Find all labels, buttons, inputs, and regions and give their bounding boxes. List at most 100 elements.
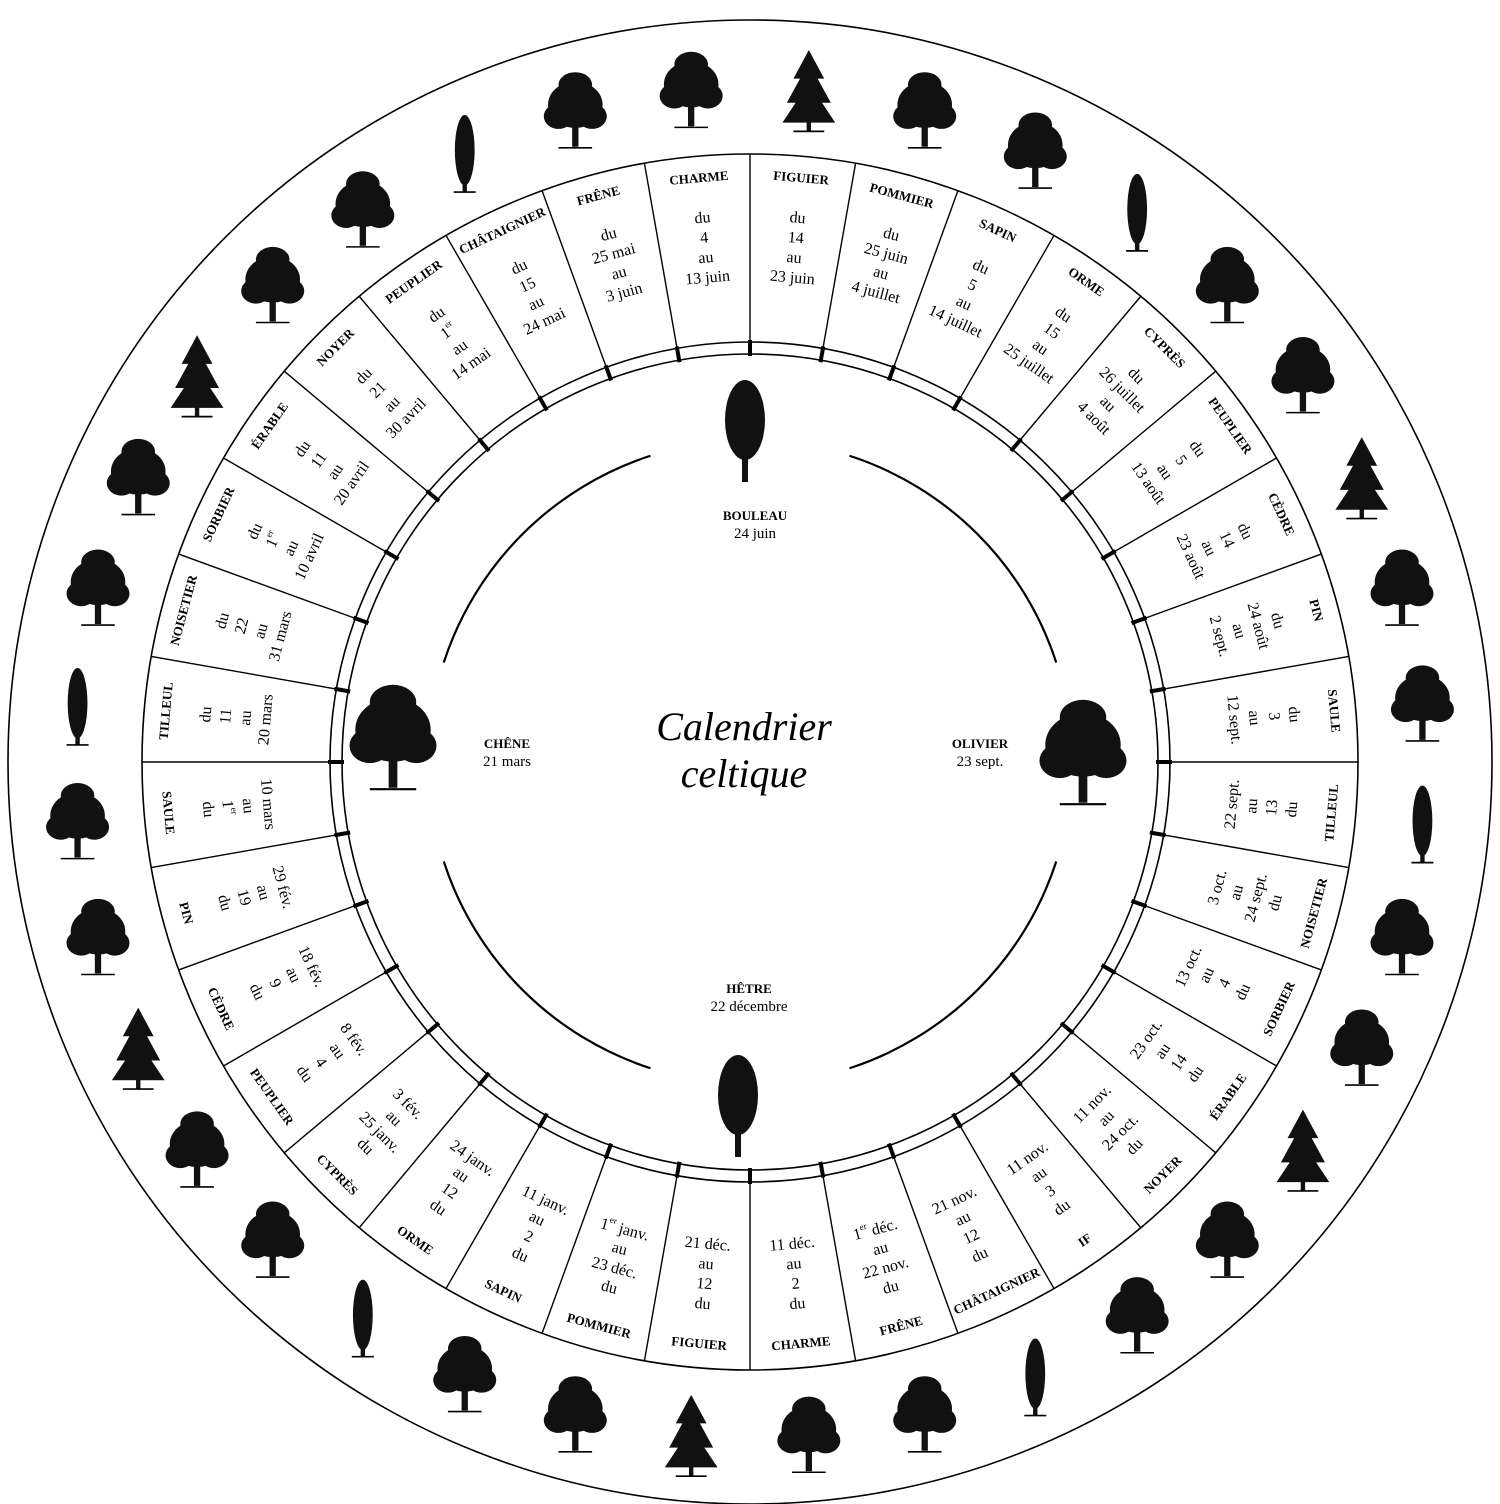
segment-divider	[822, 163, 857, 349]
broadleaf-tree-icon	[433, 1335, 497, 1413]
segment-name: CHARME	[771, 1333, 831, 1353]
segment-date-line: 1er déc.	[851, 1213, 900, 1244]
segment-date-line: 4	[311, 1055, 330, 1071]
segment-name: CHARME	[669, 168, 729, 188]
conifer-tree-icon	[170, 335, 224, 418]
segment-name: SAULE	[159, 791, 178, 836]
segment-date-line: du	[881, 1277, 901, 1298]
segment-divider	[643, 1175, 678, 1361]
segment-date-line: au	[1243, 798, 1261, 815]
segment-divider	[643, 163, 678, 349]
segment-tick	[674, 346, 682, 363]
segment-date-line: du	[293, 1063, 316, 1086]
segment-tick	[352, 615, 370, 626]
broadleaf-tree-icon	[1195, 1201, 1259, 1278]
outer-tree-ring	[46, 49, 1454, 1478]
segment-date-line: au	[251, 622, 271, 641]
broadleaf-tree-icon	[241, 1201, 305, 1278]
segment-divider	[1071, 1031, 1217, 1154]
cardinal-date: 22 décembre	[710, 999, 787, 1015]
segment-name: ORME	[394, 1222, 436, 1257]
segment-divider	[1113, 457, 1277, 553]
segment-date-line: 24 mai	[521, 304, 569, 338]
segment-date-line: 1er	[219, 799, 240, 816]
segment-date-line: 23 août	[1173, 532, 1209, 583]
segment-name: CHÂTAIGNIER	[951, 1264, 1043, 1317]
conifer-tree-icon	[664, 1394, 718, 1478]
segment-divider	[1163, 655, 1349, 690]
segment-divider	[1163, 834, 1349, 869]
segment-date-line: au	[786, 249, 803, 267]
segment-date-line: au	[871, 263, 890, 283]
segment-date-line: du	[1052, 303, 1075, 326]
segment-name: NOISETIER	[1297, 876, 1330, 950]
segment-name: PIN	[176, 900, 196, 926]
segment-divider	[959, 235, 1055, 399]
segment-date-line: du	[1234, 520, 1256, 542]
segment-date-line: au	[253, 883, 273, 902]
segment-tick	[334, 830, 351, 838]
broadleaf-tree-icon	[1003, 112, 1067, 189]
segment-divider	[959, 1125, 1055, 1289]
segment-tick	[425, 1021, 441, 1035]
segment-date-line: 4	[1216, 976, 1235, 990]
segment-divider	[151, 655, 337, 690]
oak-tree-icon	[349, 684, 437, 791]
poplar-tree-icon	[1126, 173, 1149, 252]
segment-date-line: du	[199, 801, 217, 818]
segment-name: PEUPLIER	[1205, 394, 1255, 457]
segment-divider	[178, 904, 356, 971]
birch-tree-icon	[725, 380, 765, 482]
broadleaf-tree-icon	[331, 171, 395, 248]
segment-date-line: 13 juin	[685, 268, 731, 289]
segment-divider	[892, 190, 959, 368]
segment-date-line: au	[1196, 965, 1218, 986]
poplar-tree-icon	[453, 115, 476, 193]
segment-date-line: 19	[233, 888, 254, 908]
segment-date-line: du	[244, 520, 266, 542]
segment-date-line: du	[694, 209, 711, 227]
segment-name: SAULE	[1325, 689, 1344, 734]
segment-date-line: 3	[1265, 711, 1283, 720]
segment-tick	[951, 1112, 963, 1129]
title-line-2: celtique	[681, 751, 808, 796]
segment-tick	[1059, 1021, 1075, 1035]
segment-date-line: du	[246, 981, 268, 1003]
broadleaf-tree-icon	[543, 1376, 607, 1453]
segment-tick	[1130, 898, 1148, 909]
segment-date-line: au	[610, 1239, 629, 1259]
segment-tick	[334, 686, 351, 694]
segment-date-line: 15	[1040, 320, 1063, 343]
segment-tick	[383, 963, 400, 975]
inner-circle-arc	[849, 454, 1058, 663]
segment-name: SAPIN	[483, 1276, 525, 1306]
segment-date-line: du	[970, 256, 992, 278]
segment-name: NOYER	[1141, 1152, 1185, 1196]
broadleaf-tree-icon	[1370, 549, 1434, 626]
segment-date-line: 23 juin	[769, 268, 815, 289]
inner-circle-arc	[442, 861, 651, 1070]
segment-name: ORME	[1066, 264, 1108, 299]
cardinal-date: 24 juin	[734, 526, 777, 542]
segment-date-line: 3	[1043, 1182, 1059, 1201]
segment-date-line: du	[197, 706, 215, 723]
segment-date-line: 1er janv.	[599, 1213, 652, 1245]
segment-tick	[1059, 489, 1075, 503]
segment-date-line: 15	[517, 274, 539, 296]
segment-date-line: du	[1265, 893, 1286, 913]
conifer-tree-icon	[111, 1007, 165, 1090]
cardinal-name: OLIVIER	[952, 736, 1009, 751]
broadleaf-tree-icon	[1195, 246, 1259, 324]
